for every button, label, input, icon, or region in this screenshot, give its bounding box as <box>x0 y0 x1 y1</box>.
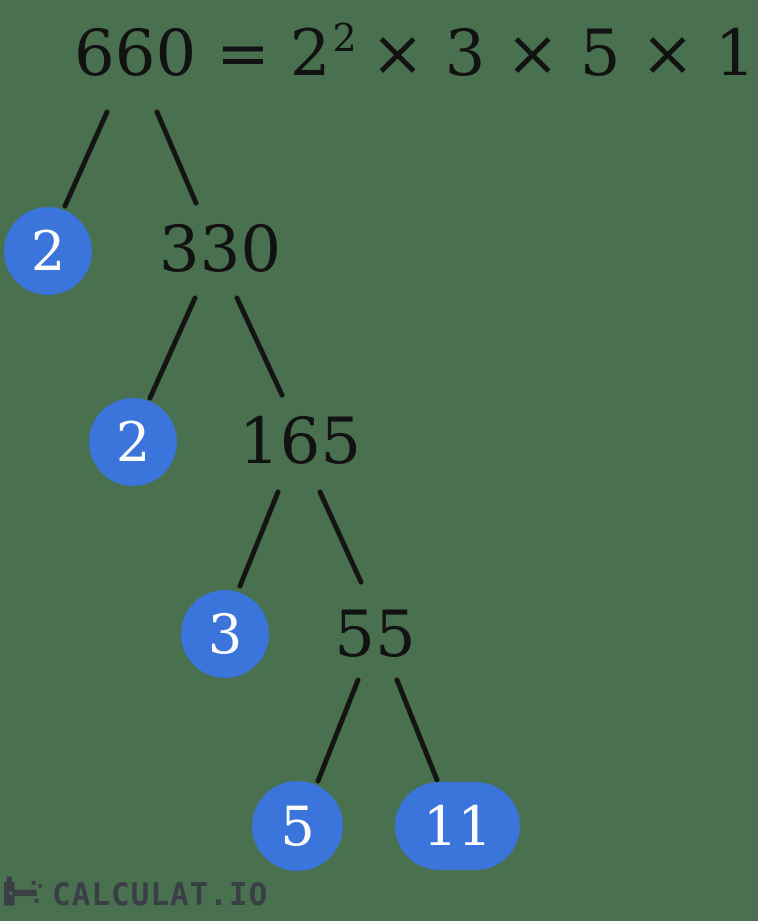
prime-node-3: 3 <box>181 590 269 678</box>
composite-node-55: 55 <box>334 598 416 672</box>
edge-165-55 <box>317 489 364 585</box>
calculatio-logo: CALCULAT.IO <box>4 874 268 916</box>
composite-node-165: 165 <box>238 405 362 479</box>
remaining-factors: × 3 × 5 × 11 <box>370 17 758 91</box>
factor-base: 2 <box>289 17 331 91</box>
edge-660-2 <box>62 109 110 209</box>
edge-330-2 <box>147 295 198 401</box>
edge-55-11 <box>394 677 440 783</box>
prime-node-2-level2: 2 <box>89 398 177 486</box>
edge-330-165 <box>234 295 285 398</box>
factor-exponent: 2 <box>332 16 357 60</box>
prime-node-2-level1: 2 <box>4 207 92 295</box>
equation-number: 660 <box>74 17 197 91</box>
edge-660-330 <box>154 109 199 206</box>
prime-factorization-equation: 660 = 22 × 3 × 5 × 11 <box>74 10 758 106</box>
composite-node-330: 330 <box>158 213 282 287</box>
prime-node-11: 11 <box>395 782 520 870</box>
edge-165-3 <box>237 489 281 589</box>
prime-node-5: 5 <box>252 781 343 871</box>
pixel-rocket-icon <box>4 876 42 906</box>
edge-55-5 <box>315 677 361 784</box>
calculatio-logo-text: CALCULAT.IO <box>52 877 269 913</box>
equals-sign: = <box>216 17 270 91</box>
